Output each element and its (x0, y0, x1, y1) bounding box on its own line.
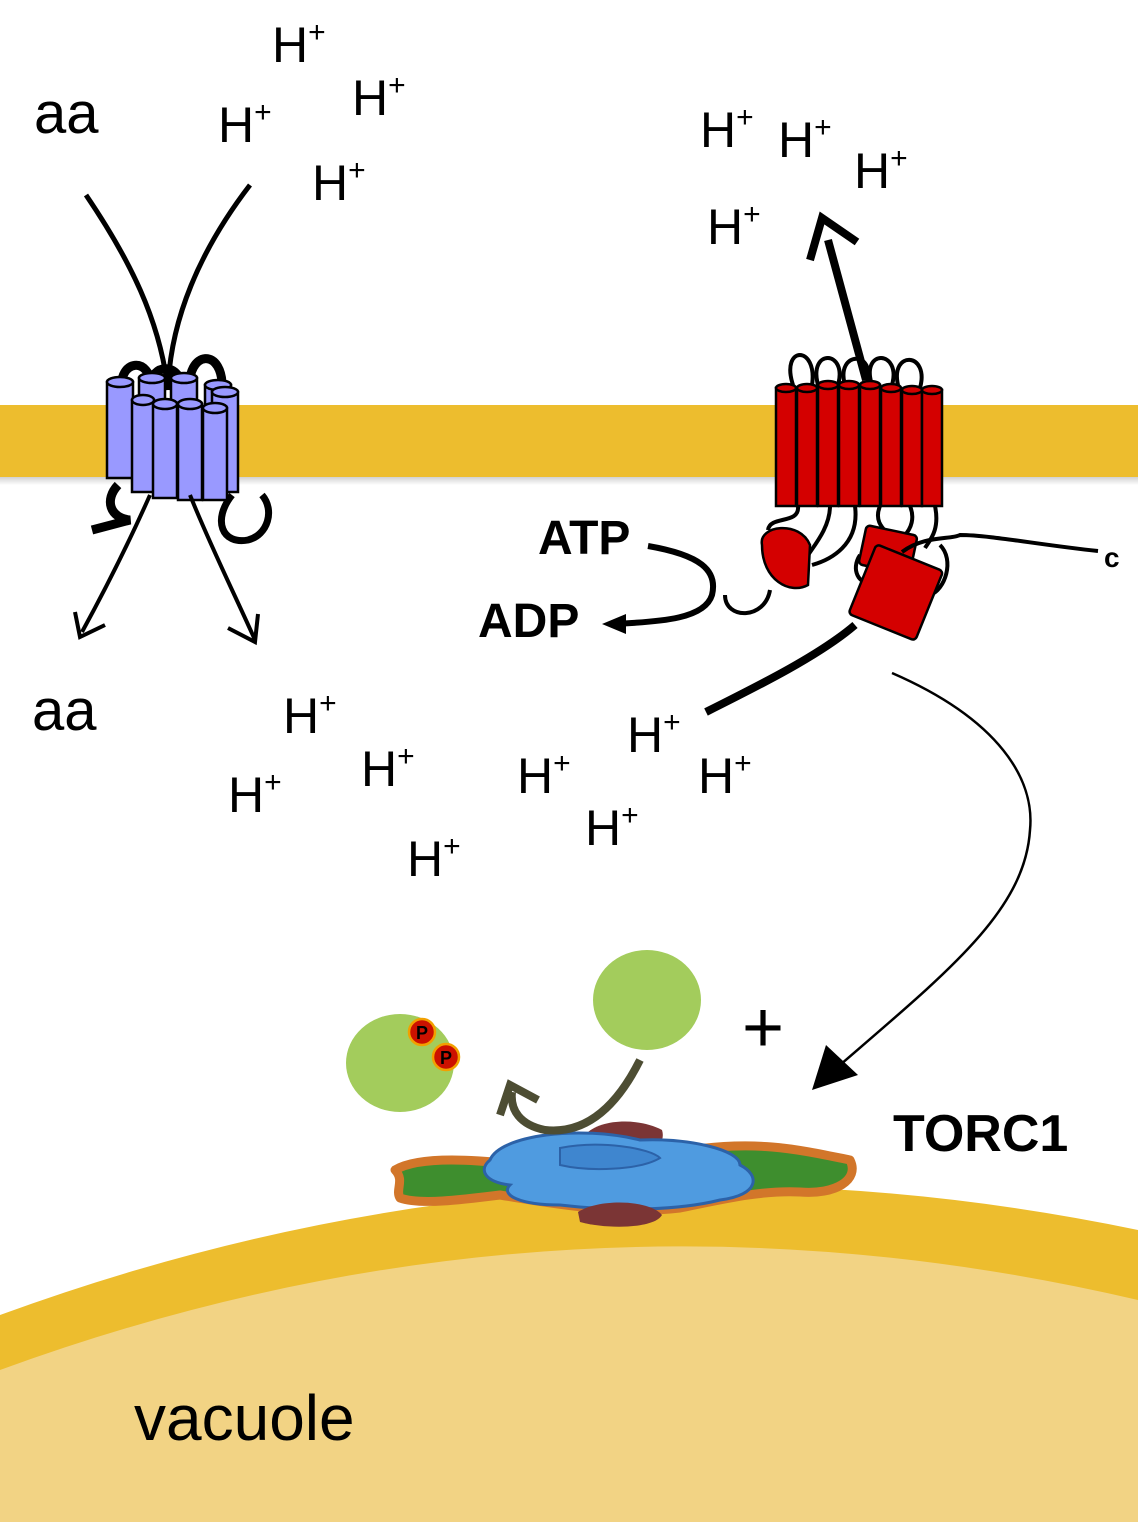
proton-label: H+ (700, 101, 754, 158)
proton-label: H+ (407, 830, 461, 887)
proton-exit-arrow (188, 494, 257, 641)
proton-label: H+ (312, 154, 366, 211)
proton-label: H+ (517, 747, 571, 804)
vacuole-lumen (0, 1246, 1138, 1522)
c-terminus-label: c (1104, 542, 1120, 573)
pma1-p-domain (848, 544, 944, 641)
phosphorylation-arrow (507, 1058, 644, 1135)
torc1-complex (390, 1121, 857, 1227)
proton-label: H+ (627, 706, 681, 763)
torc1-label: TORC1 (893, 1105, 1068, 1163)
pma1-proton-exit-arrow (824, 238, 870, 382)
proton-label: H+ (854, 142, 908, 199)
proton-label: H+ (218, 96, 272, 153)
vacuole-label: vacuole (134, 1382, 355, 1454)
aa-exit-arrow (80, 494, 152, 633)
phospho-badge-2: P (431, 1042, 461, 1072)
phospho-label-1: P (416, 1023, 428, 1043)
atp-adp-arrow (609, 543, 717, 627)
plasma-membrane-shadow (0, 477, 1138, 485)
aa-label-outside: aa (34, 81, 99, 146)
aa-path-line (83, 193, 171, 391)
pma1-a-domain (760, 526, 812, 590)
proton-label: H+ (283, 687, 337, 744)
proton-label: H+ (361, 740, 415, 797)
pma1-c-tail (900, 532, 1099, 554)
proton-label: H+ (778, 111, 832, 168)
aa-label-inside: aa (32, 678, 97, 743)
proton-label: H+ (707, 198, 761, 255)
proton-label: H+ (585, 799, 639, 856)
signal-arrow-to-torc1 (839, 671, 1032, 1066)
proton-label: H+ (272, 16, 326, 73)
adp-label: ADP (478, 595, 579, 648)
proton-label: H+ (698, 747, 752, 804)
pma1-proton-pump (602, 211, 1099, 716)
torc1-substrate (593, 950, 701, 1050)
atp-label: ATP (538, 512, 630, 565)
phospho-badge-1: P (407, 1017, 437, 1047)
plus-sign: + (742, 988, 784, 1068)
amino-acid-transporter (73, 183, 273, 646)
proton-label: H+ (352, 69, 406, 126)
phospho-label-2: P (440, 1048, 452, 1068)
pma1-proton-entry-line (704, 621, 858, 716)
proton-path-line (165, 183, 252, 391)
proton-label: H+ (228, 766, 282, 823)
